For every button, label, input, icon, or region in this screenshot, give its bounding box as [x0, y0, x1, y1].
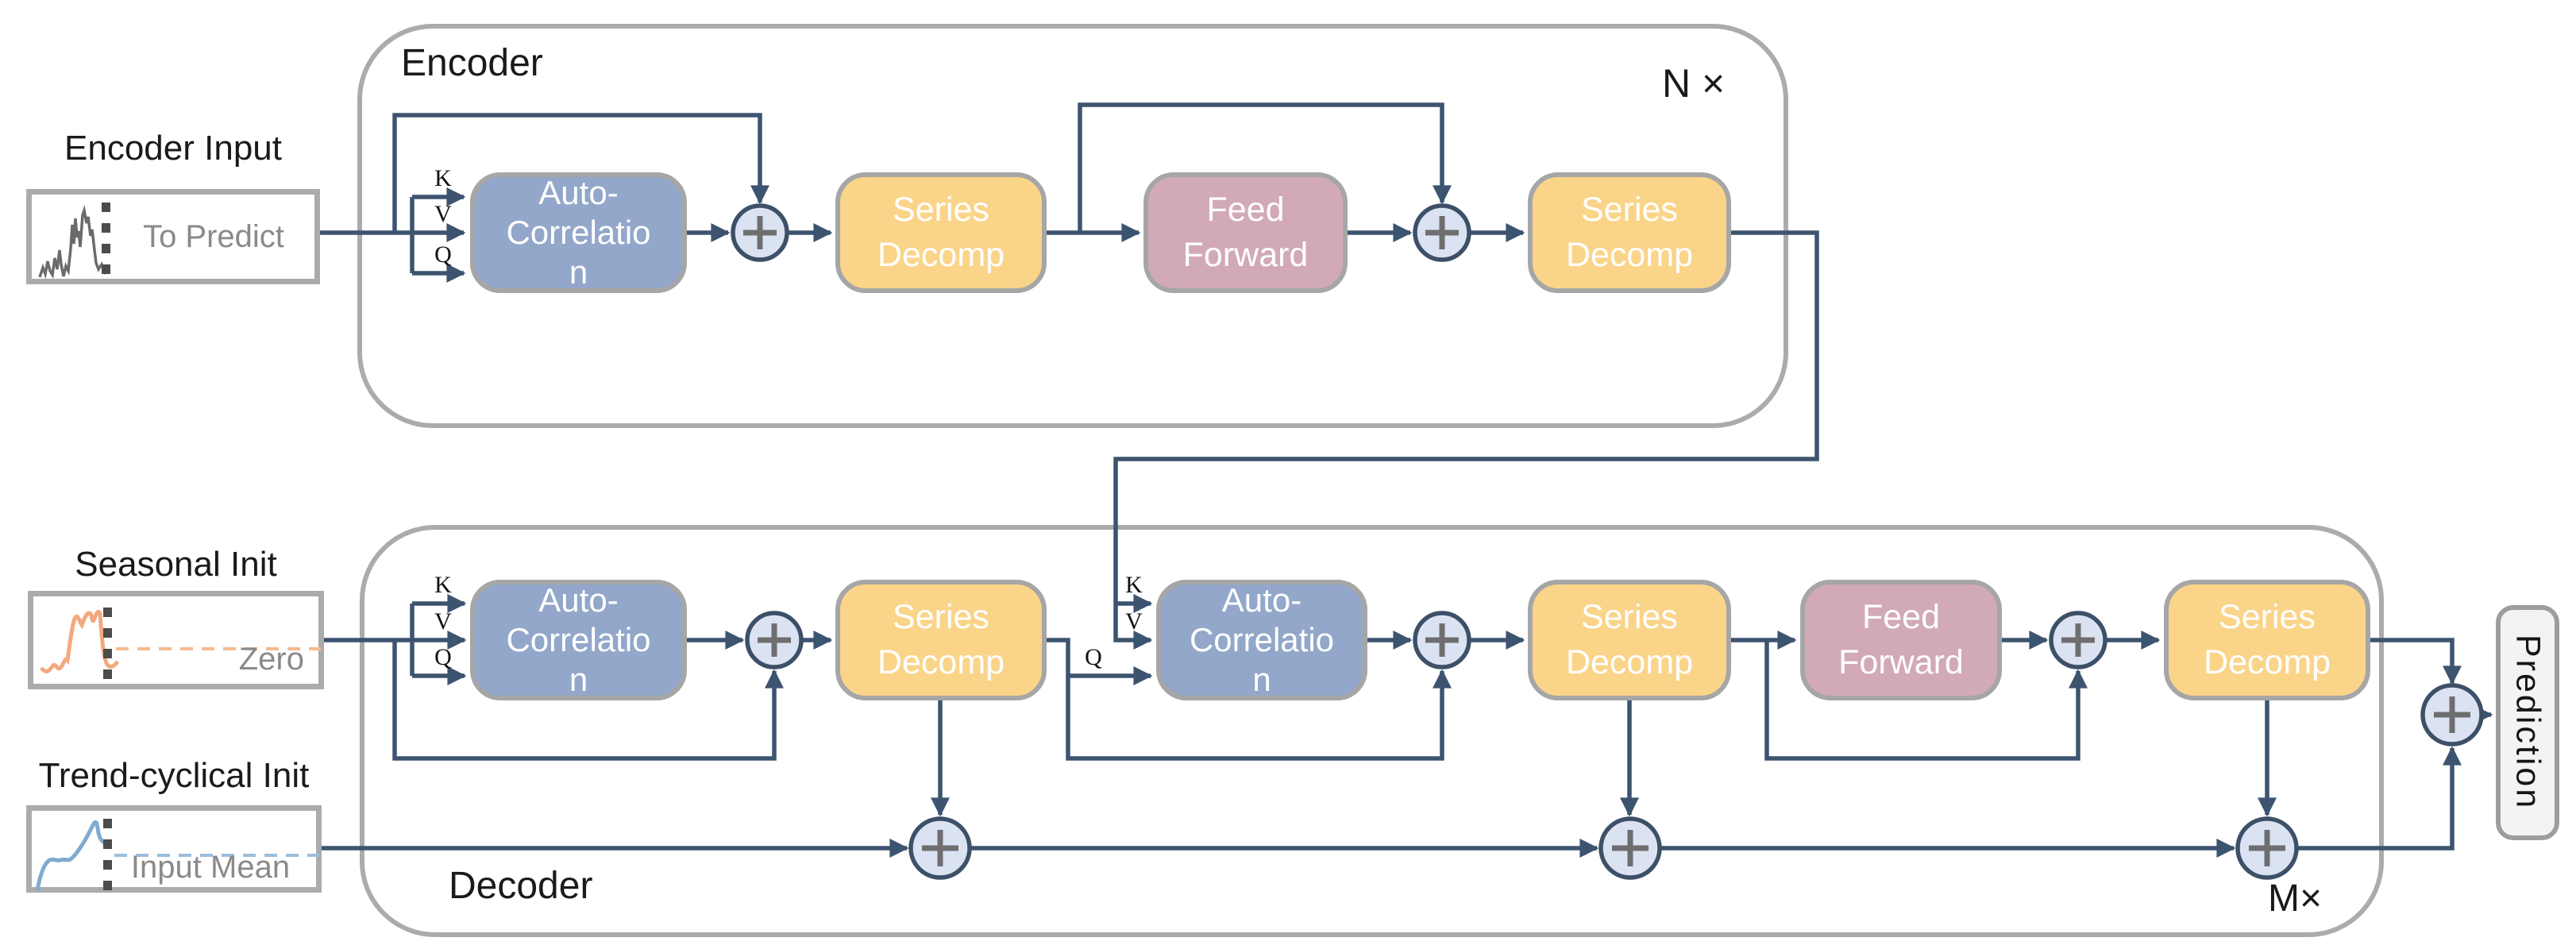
encoder-title: Encoder [401, 42, 543, 84]
forecast-split-divider [102, 203, 110, 282]
zero-caption: Zero [238, 642, 304, 677]
forecast-split-divider [103, 819, 112, 892]
plus-icon [743, 216, 2470, 866]
encoder-query-label: Q [434, 241, 452, 268]
decoder-series-decomp-3-block: Series Decomp [2164, 580, 2370, 700]
encoder-repeat-label: N × [1662, 61, 1726, 106]
encoder-series-decomp-2-block: Series Decomp [1528, 172, 1731, 293]
encoder-series-decomp-1-block: Series Decomp [835, 172, 1047, 293]
prediction-label: Prediction [2509, 635, 2547, 811]
encoder-wires [320, 102, 1819, 650]
decoder-title: Decoder [449, 865, 593, 907]
decoder-self-key-label: K [434, 572, 452, 598]
input-mean-caption: Input Mean [130, 850, 291, 885]
decoder-container [360, 525, 2384, 937]
decoder-series-decomp-1-block: Series Decomp [835, 580, 1047, 700]
trend-init-title: Trend-cyclical Init [38, 756, 310, 795]
encoder-value-label: V [434, 201, 452, 227]
decoder-autocorrelation-2-block: Auto- Correlatio n [1156, 580, 1367, 700]
decoder-self-query-label: Q [434, 644, 452, 670]
seasonal-init-title: Seasonal Init [75, 545, 277, 584]
to-predict-caption: To Predict [143, 218, 284, 254]
decoder-cross-key-label: K [1125, 572, 1143, 598]
trend-init-box: Input Mean [26, 805, 322, 893]
encoder-feed-forward-block: Feed Forward [1143, 172, 1348, 293]
decoder-wires [322, 594, 2493, 858]
forecast-split-divider [103, 608, 112, 685]
decoder-self-value-label: V [434, 608, 452, 635]
decoder-repeat-label: M× [2268, 878, 2323, 920]
decoder-cross-value-label: V [1125, 608, 1143, 635]
add-operator-nodes [731, 203, 2484, 880]
encoder-key-label: K [434, 165, 452, 191]
decoder-feed-forward-block: Feed Forward [1800, 580, 2002, 700]
seasonal-series-sketch-icon [40, 609, 120, 673]
encoder-autocorrelation-block: Auto- Correlatio n [470, 172, 687, 293]
decoder-autocorrelation-1-block: Auto- Correlatio n [470, 580, 687, 700]
encoder-input-title: Encoder Input [64, 129, 282, 168]
zero-dashline [116, 647, 321, 650]
history-series-sketch-icon [38, 205, 110, 280]
prediction-box: Prediction [2496, 605, 2559, 840]
decoder-cross-query-label: Q [1085, 644, 1102, 670]
trend-series-sketch-icon [35, 820, 113, 891]
input-mean-dashline [114, 854, 319, 857]
decoder-series-decomp-2-block: Series Decomp [1528, 580, 1731, 700]
encoder-input-box: To Predict [26, 189, 320, 284]
seasonal-init-box: Zero [28, 591, 324, 689]
